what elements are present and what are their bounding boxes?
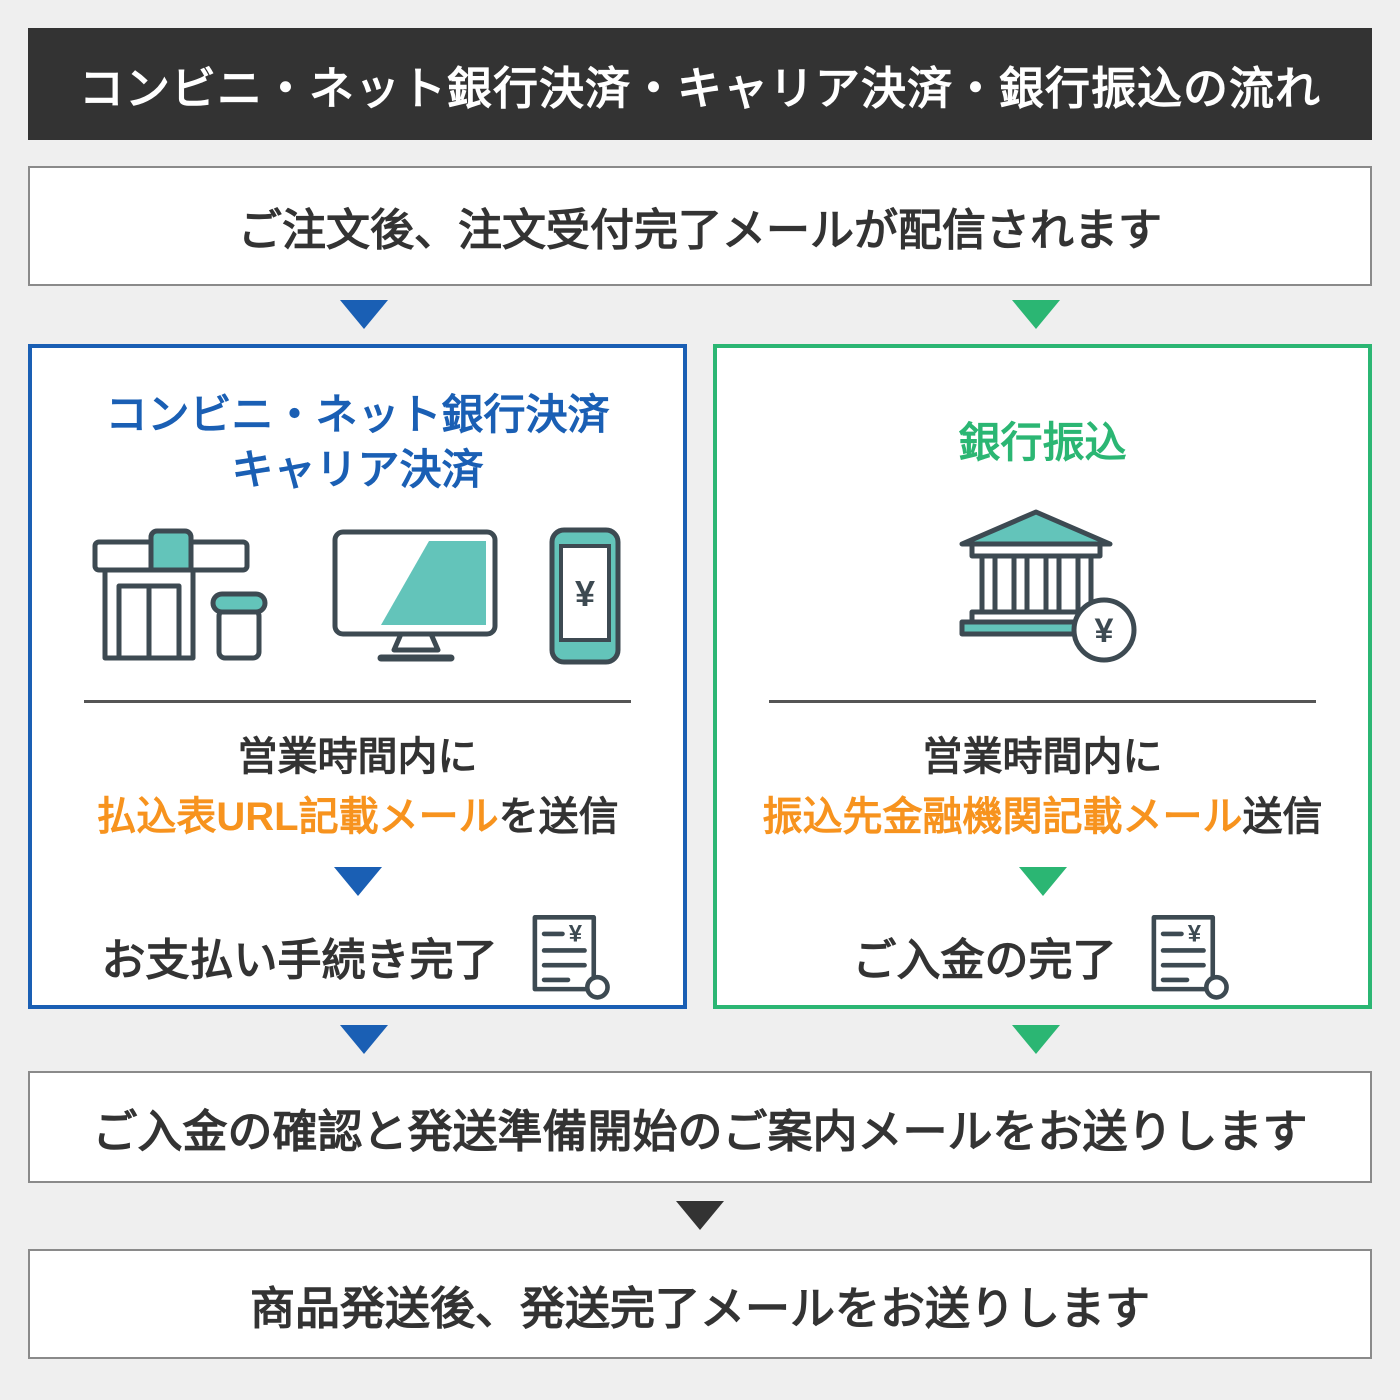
bank-icons-row: ¥	[948, 509, 1138, 666]
panel-convenience-title: コンビニ・ネット銀行決済 キャリア決済	[105, 384, 609, 502]
divider	[768, 700, 1317, 703]
bank-icon: ¥	[959, 509, 1136, 663]
convenience-complete-row: お支払い手続き完了 ¥	[102, 910, 614, 1002]
bank-complete-text: ご入金の完了	[852, 936, 1117, 985]
bank-mail-suffix: 送信	[1242, 795, 1323, 839]
panel-convenience-payment: コンビニ・ネット銀行決済 キャリア決済	[28, 344, 687, 1009]
step-order-text: ご注文後、注文受付完了メールが配信されます	[238, 206, 1162, 255]
receipt-icon: ¥	[1151, 915, 1229, 1000]
convenience-icons-row: ¥	[89, 516, 626, 666]
smartphone-icon: ¥	[549, 527, 621, 665]
yen-symbol: ¥	[568, 920, 582, 947]
down-arrow-green-icon	[1018, 867, 1067, 896]
down-arrow-dark-icon	[676, 1201, 724, 1230]
convenience-hours-text: 営業時間内に	[237, 735, 478, 779]
divider	[83, 700, 632, 703]
panel-bank-transfer: 銀行振込 ¥	[713, 344, 1372, 1009]
store-icon	[92, 528, 268, 661]
step-order-box: ご注文後、注文受付完了メールが配信されます	[28, 166, 1372, 286]
page-title: コンビニ・ネット銀行決済・キャリア決済・銀行振込の流れ	[78, 62, 1321, 114]
convenience-mail-text: 営業時間内に 払込表URL記載メールを送信	[96, 727, 618, 847]
convenience-mail-suffix: を送信	[498, 795, 619, 839]
bank-hours-text: 営業時間内に	[922, 735, 1163, 779]
down-arrow-green-icon	[1012, 300, 1060, 329]
step-ship-box: 商品発送後、発送完了メールをお送りします	[28, 1249, 1372, 1359]
panels-row: コンビニ・ネット銀行決済 キャリア決済	[28, 344, 1372, 1009]
bank-mail-text: 営業時間内に 振込先金融機関記載メール送信	[763, 727, 1323, 847]
convenience-mail-highlight: 払込表URL記載メール	[96, 795, 499, 839]
panel-convenience-title-line2: キャリア決済	[231, 446, 484, 493]
receipt-icon: ¥	[532, 915, 610, 1000]
arrow-row-bottom	[28, 1025, 1372, 1055]
panel-bank-title-text: 銀行振込	[958, 418, 1127, 466]
yen-symbol: ¥	[575, 573, 595, 614]
monitor-icon	[332, 529, 498, 662]
down-arrow-blue-icon	[333, 867, 382, 896]
convenience-complete-text: お支払い手続き完了	[101, 936, 498, 985]
step-confirm-text: ご入金の確認と発送準備開始のご案内メールをお送りします	[92, 1105, 1308, 1157]
arrow-row-final	[28, 1201, 1372, 1233]
step-confirm-box: ご入金の確認と発送準備開始のご案内メールをお送りします	[28, 1071, 1372, 1183]
panel-bank-title: 銀行振込	[958, 384, 1126, 502]
down-arrow-green-icon	[1012, 1025, 1060, 1054]
panel-convenience-title-line1: コンビニ・ネット銀行決済	[105, 391, 610, 439]
down-arrow-blue-icon	[340, 1025, 388, 1054]
bank-complete-row: ご入金の完了 ¥	[853, 910, 1233, 1002]
header-bar: コンビニ・ネット銀行決済・キャリア決済・銀行振込の流れ	[28, 28, 1372, 140]
bank-mail-highlight: 振込先金融機関記載メール	[762, 795, 1243, 839]
yen-symbol: ¥	[1094, 612, 1113, 650]
arrow-row-top	[28, 300, 1372, 330]
yen-symbol: ¥	[1187, 920, 1201, 947]
step-ship-text: 商品発送後、発送完了メールをお送りします	[249, 1282, 1150, 1334]
down-arrow-blue-icon	[340, 300, 388, 329]
